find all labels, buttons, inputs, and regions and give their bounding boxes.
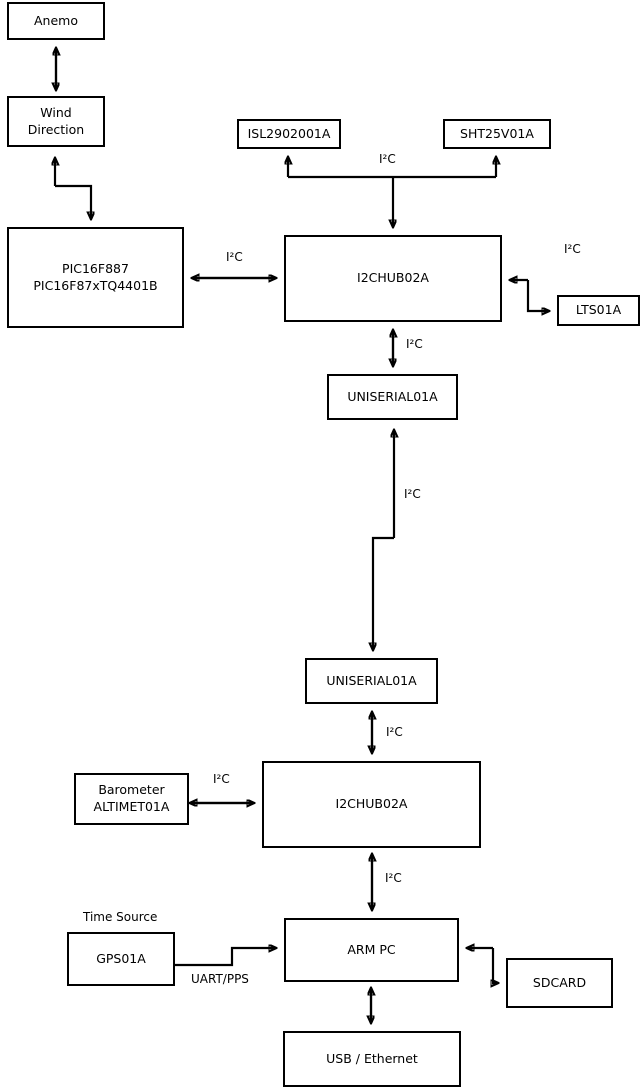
node-sdcard[interactable]: SDCARD bbox=[506, 958, 613, 1008]
edge-gps-arm bbox=[175, 948, 276, 967]
edge-label-i2c-top-branch: I²C bbox=[379, 152, 396, 166]
node-i2chub02a-top[interactable]: I2CHUB02A bbox=[284, 235, 502, 322]
node-gps01a[interactable]: GPS01A bbox=[67, 932, 175, 986]
edge-label-i2c-uniserial-hub2: I²C bbox=[386, 725, 403, 739]
node-isl2902001a[interactable]: ISL2902001A bbox=[237, 119, 341, 149]
node-sht25v01a[interactable]: SHT25V01A bbox=[443, 119, 551, 149]
edge-arm-to-sdcard bbox=[493, 948, 498, 983]
edge-pic-wind-down bbox=[55, 184, 91, 219]
edge-hub-to-lts bbox=[526, 280, 549, 311]
edge-label-i2c-barometer: I²C bbox=[213, 772, 230, 786]
edge-label-i2c-hub2-arm: I²C bbox=[385, 871, 402, 885]
node-uniserial01a-upper[interactable]: UNISERIAL01A bbox=[327, 374, 458, 420]
edge-label-i2c-uniserial-link: I²C bbox=[404, 487, 421, 501]
edge-label-uart-pps: UART/PPS bbox=[191, 972, 249, 986]
node-pic-microcontroller[interactable]: PIC16F887 PIC16F87xTQ4401B bbox=[7, 227, 184, 328]
node-usb-ethernet[interactable]: USB / Ethernet bbox=[283, 1031, 461, 1087]
edge-label-i2c-pic-hub: I²C bbox=[226, 250, 243, 264]
edge-label-i2c-hub-uniserial: I²C bbox=[406, 337, 423, 351]
node-arm-pc[interactable]: ARM PC bbox=[284, 918, 459, 982]
node-anemo[interactable]: Anemo bbox=[7, 2, 105, 40]
node-lts01a[interactable]: LTS01A bbox=[557, 295, 640, 326]
label-time-source: Time Source bbox=[83, 910, 158, 924]
node-i2chub02a-bottom[interactable]: I2CHUB02A bbox=[262, 761, 481, 848]
node-wind-direction[interactable]: Wind Direction bbox=[7, 96, 105, 147]
edge-label-i2c-lts: I²C bbox=[564, 242, 581, 256]
node-barometer-altimet01a[interactable]: Barometer ALTIMET01A bbox=[74, 773, 189, 825]
edge-uniserial-link-down bbox=[373, 536, 394, 650]
node-uniserial01a-lower[interactable]: UNISERIAL01A bbox=[305, 658, 438, 704]
